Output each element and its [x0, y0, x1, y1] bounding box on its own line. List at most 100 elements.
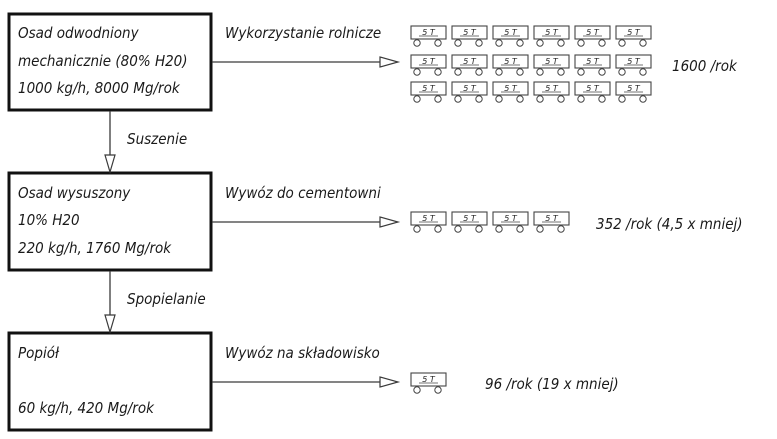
truck-capacity-label: 5 T [422, 28, 436, 37]
stage-2-line-3: 220 kg/h, 1760 Mg/rok [18, 239, 172, 257]
truck-icon: 5 T [451, 25, 488, 47]
arrow-down-icon [104, 314, 116, 335]
truck-capacity-label: 5 T [627, 84, 641, 93]
stage-1-line-3: 1000 kg/h, 8000 Mg/rok [18, 79, 181, 97]
truck-wheel [557, 68, 565, 76]
truck-capacity-label: 5 T [545, 214, 559, 223]
truck-icon: 5 T [533, 81, 570, 103]
truck-icon: 5 T [410, 54, 447, 76]
truck-wheel [495, 68, 503, 76]
truck-wheel [434, 225, 442, 233]
truck-capacity-label: 5 T [504, 28, 518, 37]
truck-wheel [413, 386, 421, 394]
truck-wheel [598, 39, 606, 47]
truck-groups: 5 T 5 T 5 T 5 T 5 T 5 T 5 T 5 T 5 T 5 T 5 T 5 T 5 T 5… [410, 25, 652, 394]
truck-wheel [618, 39, 626, 47]
truck-capacity-label: 5 T [422, 57, 436, 66]
truck-capacity-label: 5 T [586, 57, 600, 66]
truck-wheel [618, 68, 626, 76]
truck-wheel [557, 39, 565, 47]
truck-wheel [516, 225, 524, 233]
truck-wheel [536, 225, 544, 233]
truck-wheel [598, 68, 606, 76]
output-result-1: 1600 /rok [672, 57, 738, 75]
truck-capacity-label: 5 T [627, 28, 641, 37]
transition-drying: Suszenie [104, 111, 187, 175]
truck-icon: 5 T [410, 81, 447, 103]
truck-icon: 5 T [615, 54, 652, 76]
truck-capacity-label: 5 T [545, 28, 559, 37]
truck-wheel [495, 39, 503, 47]
truck-capacity-label: 5 T [545, 57, 559, 66]
truck-wheel [434, 39, 442, 47]
truck-wheel [639, 95, 647, 103]
truck-wheel [557, 225, 565, 233]
truck-wheel [475, 95, 483, 103]
truck-capacity-label: 5 T [586, 28, 600, 37]
truck-capacity-label: 5 T [504, 214, 518, 223]
stage-2-line-2: 10% H20 [18, 211, 80, 229]
truck-icon: 5 T [533, 54, 570, 76]
truck-wheel [413, 95, 421, 103]
truck-wheel [536, 39, 544, 47]
truck-wheel [516, 95, 524, 103]
truck-wheel [516, 39, 524, 47]
truck-capacity-label: 5 T [627, 57, 641, 66]
truck-wheel [454, 68, 462, 76]
truck-capacity-label: 5 T [463, 28, 477, 37]
truck-wheel [536, 68, 544, 76]
truck-wheel [454, 225, 462, 233]
truck-icon: 5 T [492, 81, 529, 103]
stage-3-line-3: 60 kg/h, 420 Mg/rok [18, 399, 155, 417]
truck-wheel [495, 95, 503, 103]
truck-capacity-label: 5 T [422, 84, 436, 93]
truck-wheel [598, 95, 606, 103]
transition-label-incineration: Spopielanie [127, 290, 206, 308]
truck-wheel [557, 95, 565, 103]
truck-wheel [434, 95, 442, 103]
truck-wheel [516, 68, 524, 76]
transition-label-drying: Suszenie [127, 130, 187, 148]
truck-wheel [639, 68, 647, 76]
truck-wheel [577, 95, 585, 103]
stage-1-line-1: Osad odwodniony [18, 24, 140, 42]
truck-capacity-label: 5 T [545, 84, 559, 93]
truck-wheel [577, 39, 585, 47]
truck-wheel [434, 386, 442, 394]
truck-wheel [413, 225, 421, 233]
arrow-down-icon [104, 154, 116, 175]
output-label-3: Wywóz na składowisko [225, 344, 380, 362]
truck-icon: 5 T [410, 211, 447, 233]
truck-capacity-label: 5 T [463, 214, 477, 223]
stage-box-dewatered-sludge: Osad odwodniony mechanicznie (80% H20) 1… [7, 12, 213, 112]
truck-wheel [413, 39, 421, 47]
stage-3-line-1: Popiół [18, 344, 60, 362]
truck-capacity-label: 5 T [586, 84, 600, 93]
truck-icon: 5 T [492, 211, 529, 233]
truck-capacity-label: 5 T [422, 214, 436, 223]
arrow-right-icon [379, 56, 401, 68]
truck-icon: 5 T [451, 54, 488, 76]
output-label-2: Wywóz do cementowni [225, 184, 381, 202]
truck-icon: 5 T [533, 211, 570, 233]
transition-incineration: Spopielanie [104, 271, 206, 335]
truck-wheel [413, 68, 421, 76]
stage-1-line-2: mechanicznie (80% H20) [18, 52, 188, 70]
output-cement-plant: Wywóz do cementowni 352 /rok (4,5 x mnie… [212, 184, 743, 233]
truck-capacity-label: 5 T [504, 57, 518, 66]
output-landfill: Wywóz na składowisko 96 /rok (19 x mniej… [212, 344, 619, 393]
truck-icon: 5 T [615, 25, 652, 47]
stage-box-dried-sludge: Osad wysuszony 10% H20 220 kg/h, 1760 Mg… [7, 171, 213, 272]
truck-icon: 5 T [574, 81, 611, 103]
truck-capacity-label: 5 T [463, 57, 477, 66]
truck-icon: 5 T [492, 25, 529, 47]
truck-wheel [454, 39, 462, 47]
truck-icon: 5 T [574, 25, 611, 47]
output-agricultural-use: Wykorzystanie rolnicze 1600 /rok [212, 24, 738, 75]
output-result-3: 96 /rok (19 x mniej) [485, 375, 619, 393]
truck-wheel [475, 39, 483, 47]
truck-capacity-label: 5 T [463, 84, 477, 93]
truck-icon: 5 T [451, 81, 488, 103]
arrow-right-icon [379, 376, 401, 388]
